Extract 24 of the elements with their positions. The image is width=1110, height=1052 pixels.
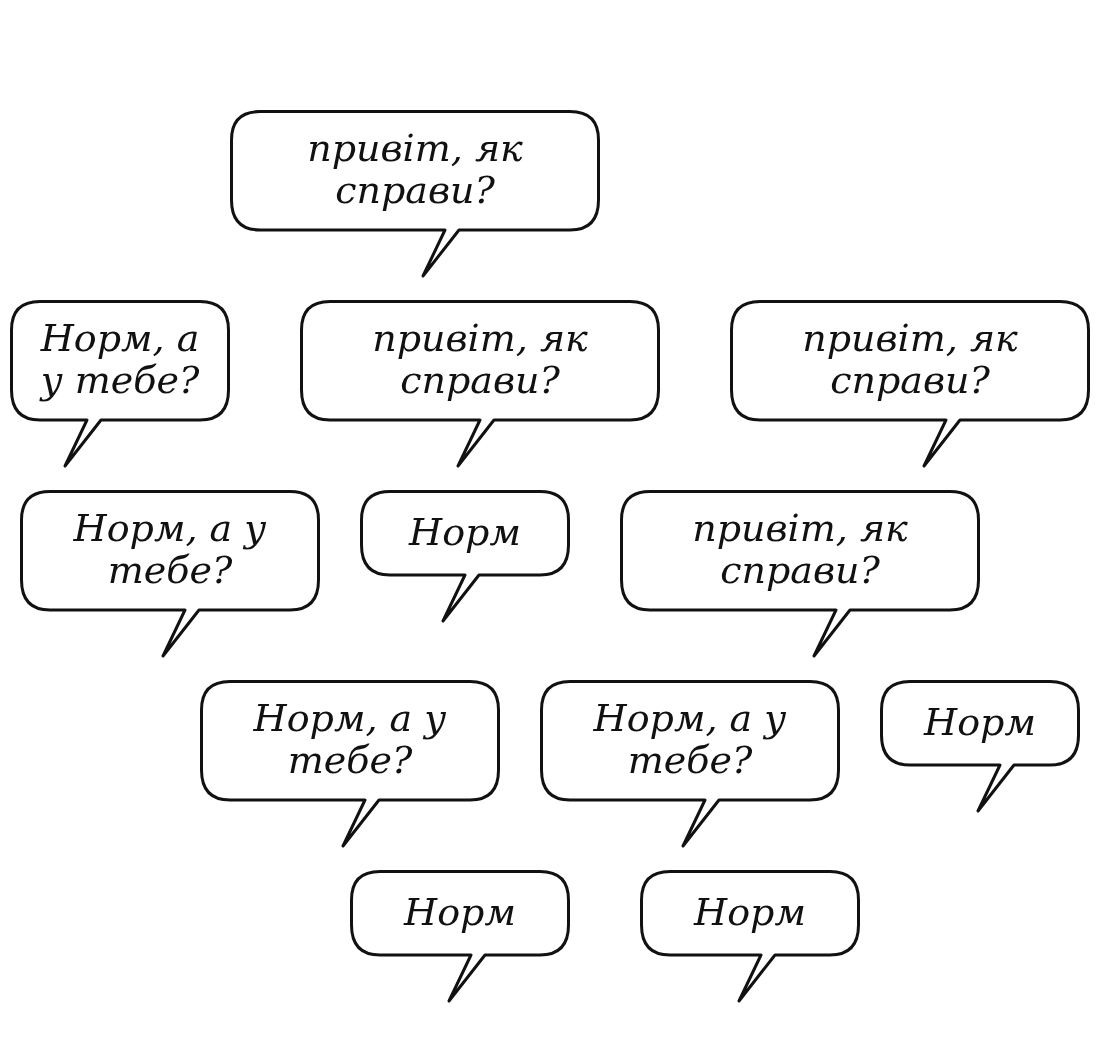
bubble-text: Норм, а у тебе? (252, 698, 448, 782)
speech-bubble (540, 680, 840, 848)
speech-bubble (360, 490, 570, 623)
bubble-text: Норм, а у тебе? (38, 318, 201, 402)
bubble-text: привіт, як справи? (371, 318, 589, 402)
speech-bubble (230, 110, 600, 278)
speech-bubble (10, 300, 230, 468)
speech-bubble (20, 490, 320, 658)
speech-bubble (640, 870, 860, 1003)
bubble-text: Норм, а у тебе? (72, 508, 268, 592)
bubble-text: Норм (404, 891, 516, 934)
bubble-text: Норм, а у тебе? (592, 698, 788, 782)
speech-bubble (730, 300, 1090, 468)
speech-bubble (620, 490, 980, 658)
speech-bubble (300, 300, 660, 468)
speech-bubble (880, 680, 1080, 813)
bubble-text: Норм (694, 891, 806, 934)
bubble-text: Норм (409, 511, 521, 554)
bubble-text: Норм (924, 701, 1036, 744)
speech-bubble (200, 680, 500, 848)
speech-bubble (350, 870, 570, 1003)
bubble-text: привіт, як справи? (801, 318, 1019, 402)
bubble-text: привіт, як справи? (691, 508, 909, 592)
bubble-text: привіт, як справи? (306, 128, 524, 212)
